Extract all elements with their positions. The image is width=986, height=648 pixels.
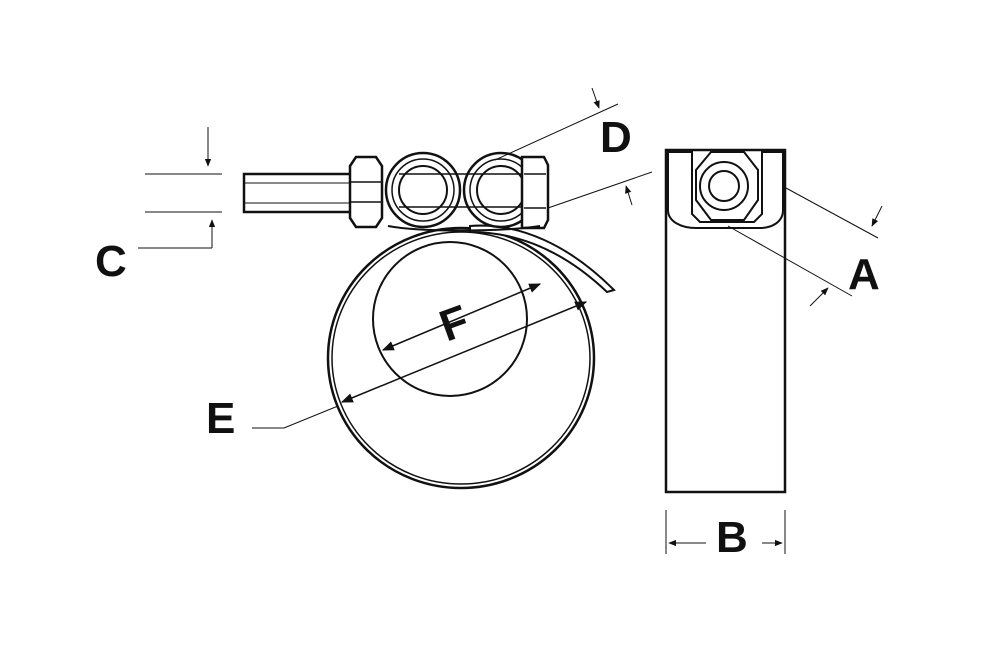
- label-a: A: [848, 250, 880, 299]
- end-nut: [520, 155, 550, 230]
- label-f: F: [433, 296, 475, 351]
- dimension-e: E: [206, 301, 588, 443]
- clamp-side-view: [664, 148, 787, 494]
- label-b: B: [716, 513, 748, 562]
- nut: [348, 155, 384, 229]
- label-d: D: [600, 113, 632, 162]
- band-outer-circle: [326, 226, 596, 490]
- trunnion-loop-left: [384, 151, 462, 229]
- dimension-f: F: [381, 283, 542, 351]
- dimension-d: D: [494, 87, 653, 209]
- dimension-b: B: [665, 510, 786, 562]
- dimension-c: C: [95, 127, 222, 286]
- trunnion-housing-side: [667, 151, 784, 229]
- bolt-shank: [242, 172, 356, 214]
- hex-nut-side: [695, 151, 759, 221]
- clamp-front-view: [242, 151, 616, 490]
- label-e: E: [206, 394, 235, 443]
- dimension-a: A: [727, 187, 883, 307]
- band-tail: [469, 224, 616, 294]
- label-c: C: [95, 237, 127, 286]
- band-inner-circle: [331, 231, 591, 485]
